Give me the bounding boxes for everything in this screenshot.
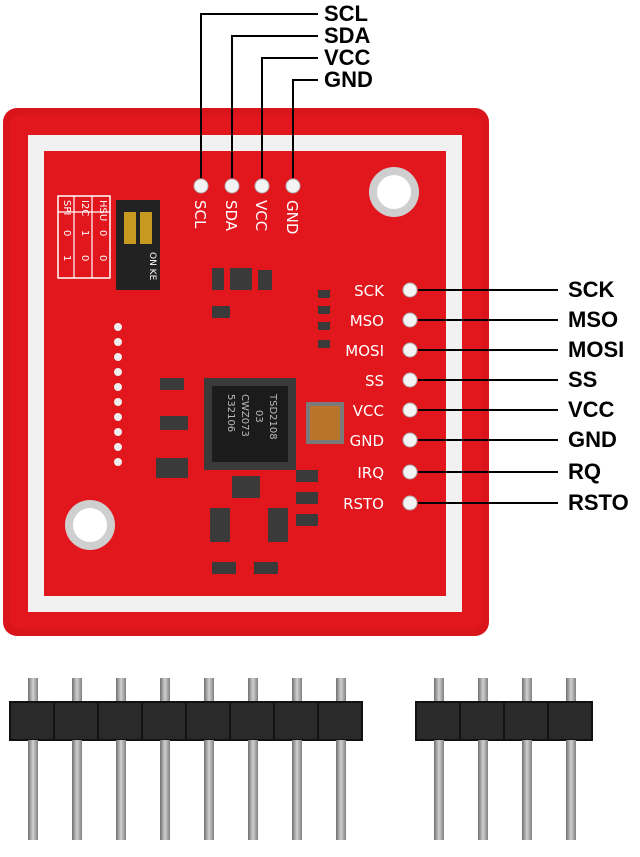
- callout-sck: SCK: [568, 277, 615, 302]
- svg-text:ON KE: ON KE: [147, 252, 157, 281]
- pad-label-mosi: MOSI: [345, 342, 384, 360]
- via-row: [114, 323, 122, 466]
- svg-text:CWZ073: CWZ073: [239, 394, 250, 437]
- top-pads: SCL SDA VCC GND: [191, 178, 301, 234]
- mounting-hole-top-right: [369, 167, 419, 217]
- pad-label-ss: SS: [365, 372, 384, 390]
- svg-text:0: 0: [79, 255, 90, 261]
- header-4-pin: [415, 678, 593, 840]
- callout-rsto: RSTO: [568, 490, 629, 515]
- svg-text:532106: 532106: [225, 394, 236, 432]
- pn532-chip: 532106 CWZ073 03 TSD2108: [204, 378, 296, 470]
- leader-lines: [200, 13, 558, 504]
- callout-mso: MSO: [568, 307, 619, 332]
- callout-sda: SDA: [324, 23, 371, 48]
- svg-text:HSU: HSU: [97, 200, 108, 221]
- pad-label-sck: SCK: [354, 282, 385, 300]
- svg-text:03: 03: [253, 410, 264, 423]
- pad-label-irq: IRQ: [357, 464, 384, 482]
- svg-text:0: 0: [61, 230, 72, 236]
- nfc-module-board: SCL SDA VCC GND HSU I2C SPI 0 1 0 0 0 1 …: [3, 108, 489, 636]
- pad-label-sda: SDA: [222, 200, 240, 232]
- svg-text:0: 0: [97, 255, 108, 261]
- callout-rq: RQ: [568, 459, 601, 484]
- svg-text:1: 1: [61, 255, 72, 261]
- header-8-pin: [9, 678, 363, 840]
- svg-text:TSD2108: TSD2108: [267, 393, 278, 440]
- mode-table: HSU I2C SPI 0 1 0 0 0 1: [57, 195, 111, 279]
- pad-label-gnd: GND: [283, 200, 301, 234]
- pad-label-vcc-right: VCC: [353, 402, 384, 420]
- pad-label-rsto: RSTO: [343, 495, 384, 513]
- dip-switch: ON KE: [116, 200, 160, 290]
- callout-gnd-top: GND: [324, 67, 373, 92]
- callout-vcc-right: VCC: [568, 397, 615, 422]
- svg-text:1: 1: [79, 230, 90, 236]
- svg-text:SPI: SPI: [61, 200, 72, 215]
- callout-vcc-top: VCC: [324, 45, 371, 70]
- pad-label-vcc: VCC: [252, 200, 270, 231]
- svg-text:I2C: I2C: [79, 200, 90, 216]
- pad-label-scl: SCL: [191, 200, 209, 229]
- callout-gnd-right: GND: [568, 427, 617, 452]
- right-pads: SCK MSO MOSI SS VCC GND IRQ RSTO: [343, 282, 418, 513]
- smd-components: [156, 268, 330, 574]
- callout-scl: SCL: [324, 1, 368, 26]
- svg-text:0: 0: [97, 230, 108, 236]
- pad-label-gnd-right: GND: [350, 432, 384, 450]
- callout-ss: SS: [568, 367, 598, 392]
- pad-label-mso: MSO: [350, 312, 384, 330]
- callout-mosi: MOSI: [568, 337, 625, 362]
- mounting-hole-bottom-left: [65, 500, 115, 550]
